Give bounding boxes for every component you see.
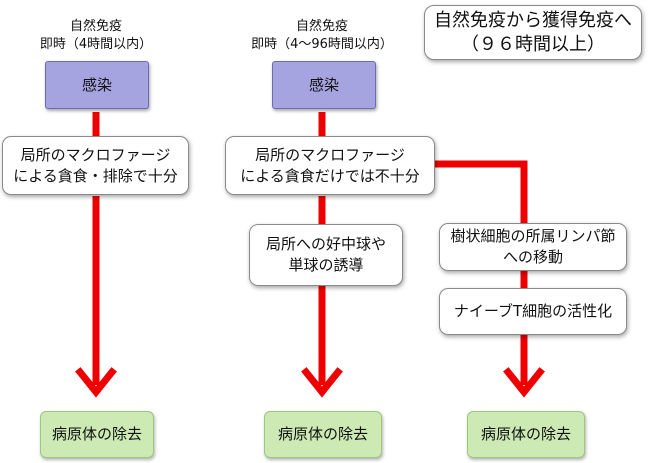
- arrow-col2-head: [301, 367, 343, 398]
- col1-macrophage-box: 局所のマクロファージ による貪食・排除で十分: [2, 136, 189, 195]
- col1-infection-box: 感染: [45, 61, 149, 109]
- col2-macrophage-box: 局所のマクロファージ による貪食だけでは不十分: [225, 136, 435, 195]
- diagram-title: 自然免疫から獲得免疫へ （９６時間以上）: [424, 5, 642, 60]
- arrow-branch-connector: [435, 160, 528, 226]
- col3-dendritic-migration-box: 樹状細胞の所属リンパ節 への移動: [439, 223, 627, 271]
- col1-header-line2: 即時（4時間以内）: [39, 37, 153, 52]
- col2-pathogen-removal-box: 病原体の除去: [264, 411, 382, 458]
- arrow-col3-head: [503, 367, 545, 398]
- col2-header-line1: 自然免疫: [295, 19, 348, 34]
- col2-header-line2: 即時（4〜96時間以内）: [251, 37, 393, 52]
- col3-pathogen-removal-box: 病原体の除去: [467, 411, 585, 458]
- arrow-col1-head: [75, 367, 117, 398]
- col2-infection-box: 感染: [272, 61, 376, 109]
- col3-t-cell-activation-box: ナイーブT細胞の活性化: [439, 288, 627, 335]
- col1-header-line1: 自然免疫: [69, 19, 122, 34]
- col2-neutrophil-box: 局所への好中球や 単球の誘導: [249, 224, 403, 286]
- col1-pathogen-removal-box: 病原体の除去: [40, 411, 154, 458]
